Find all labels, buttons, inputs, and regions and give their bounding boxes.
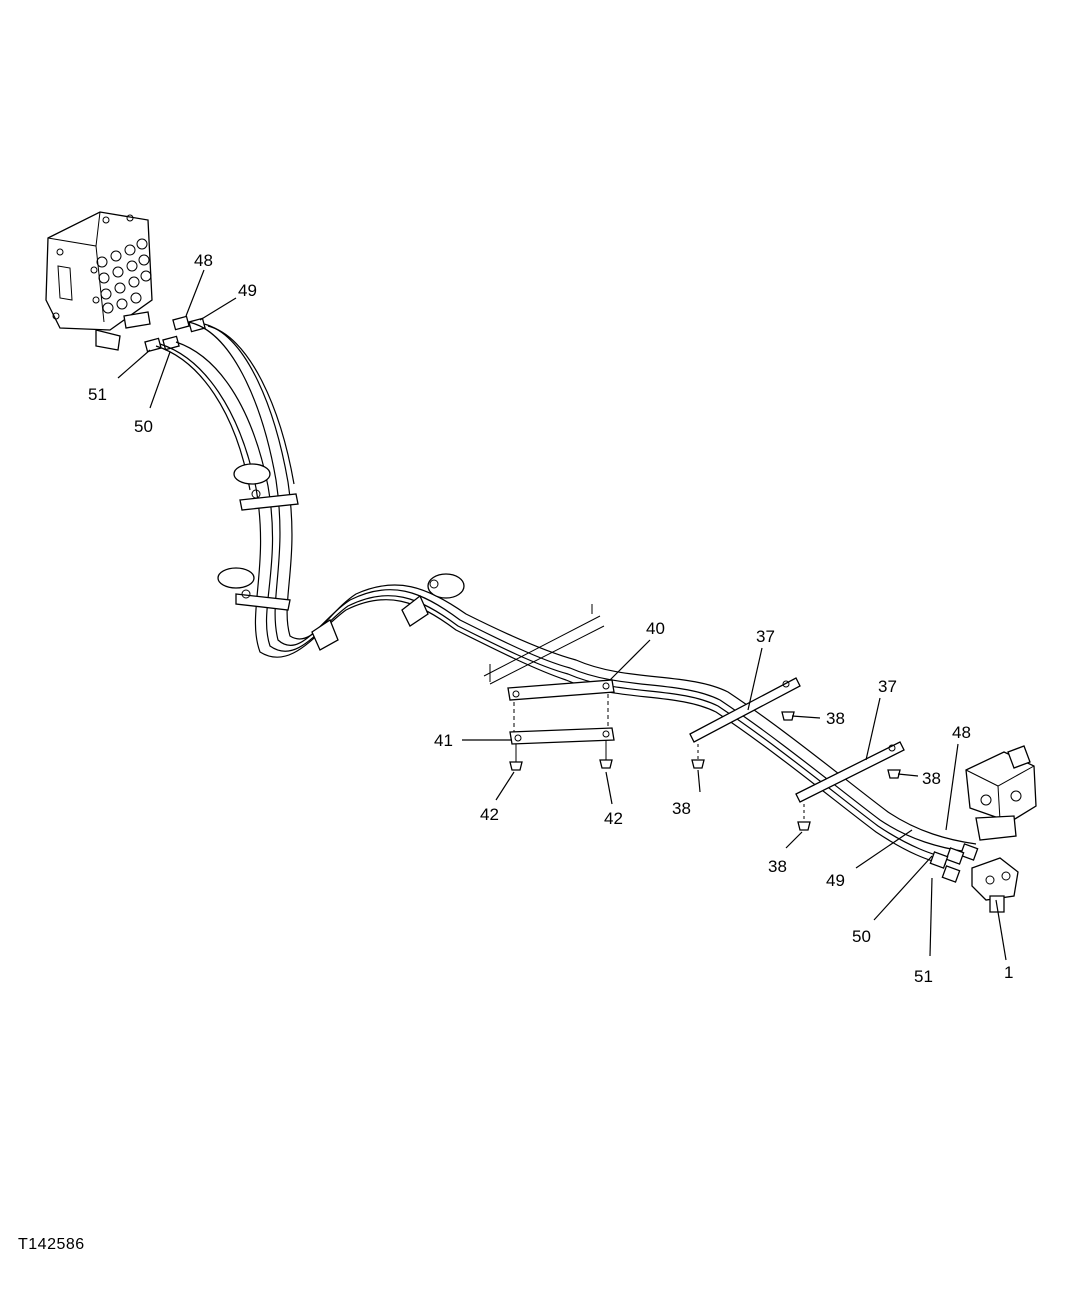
leader-lines (117, 269, 1007, 961)
bracket-40 (507, 679, 615, 701)
callout-50-valve: 50 (134, 417, 153, 436)
hose-clamp-bend (401, 573, 465, 627)
screw-38-top (781, 711, 795, 721)
screw-38-left (691, 744, 705, 769)
callout-42-left: 42 (480, 805, 499, 824)
fitting-48-valve (172, 315, 190, 331)
fitting-51-pilot (941, 865, 961, 883)
callout-labels: 48 49 51 50 40 37 37 38 38 38 38 41 42 4… (88, 251, 1013, 986)
callout-50-pilot: 50 (852, 927, 871, 946)
callout-48-pilot: 48 (952, 723, 971, 742)
callout-38-bottom: 38 (768, 857, 787, 876)
screw-38-right (887, 769, 901, 779)
strap-37-right (795, 741, 905, 803)
callout-1: 1 (1004, 963, 1013, 982)
strap-37-left (689, 677, 801, 743)
fitting-50-pilot (929, 851, 949, 869)
figure-id: T142586 (18, 1236, 85, 1253)
frame-rail-upper (483, 604, 605, 685)
screw-38-bottom (797, 804, 811, 831)
fitting-48-pilot (959, 843, 979, 861)
fitting-50-valve (162, 335, 180, 351)
callout-42-right: 42 (604, 809, 623, 828)
fitting-block-1 (971, 857, 1019, 913)
callout-51-valve: 51 (88, 385, 107, 404)
control-valve-block (45, 211, 153, 351)
screw-42-right (599, 740, 613, 769)
callout-48-valve: 48 (194, 251, 213, 270)
fitting-51-valve (144, 337, 162, 353)
valve-port-cluster (90, 238, 152, 314)
callout-41: 41 (434, 731, 453, 750)
hose-clamp-upper (233, 463, 299, 511)
callout-38-right: 38 (922, 769, 941, 788)
callout-51-pilot: 51 (914, 967, 933, 986)
callout-49-pilot: 49 (826, 871, 845, 890)
callout-37-right: 37 (878, 677, 897, 696)
screw-42-left (509, 744, 523, 771)
pilot-valve-assembly (965, 745, 1037, 841)
hose-bundle (155, 321, 977, 865)
callout-49-valve: 49 (238, 281, 257, 300)
callout-38-left: 38 (672, 799, 691, 818)
callout-40: 40 (646, 619, 665, 638)
fitting-49-pilot (945, 847, 965, 865)
callout-37-left: 37 (756, 627, 775, 646)
plate-41 (509, 694, 615, 745)
callout-38-top: 38 (826, 709, 845, 728)
hose-clamp-middle (217, 567, 291, 611)
hose-clamp-lower (311, 619, 339, 651)
